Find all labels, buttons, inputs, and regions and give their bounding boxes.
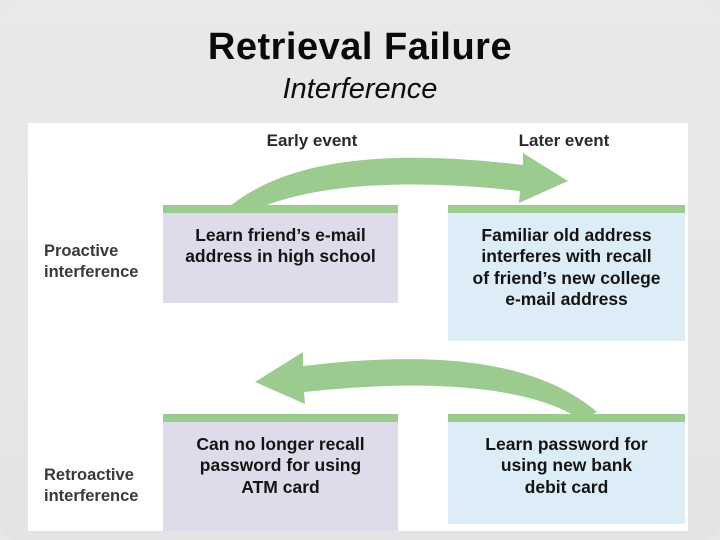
retroactive-arrow-left-icon: [255, 352, 597, 418]
card-retroactive-later-event-text: Learn password for using new bank debit …: [485, 434, 648, 497]
card-proactive-early-event-text: Learn friend’s e-mail address in high sc…: [185, 225, 376, 267]
column-header-early-event: Early event: [266, 131, 358, 150]
card-retroactive-early-event-text: Can no longer recall password for using …: [196, 434, 365, 497]
interference-diagram: Early event Later event Proactive interf…: [28, 123, 688, 531]
row-label-retroactive-interference: Retroactive interference: [44, 466, 139, 506]
card-proactive-early-event: Learn friend’s e-mail address in high sc…: [163, 205, 398, 303]
page-subtitle: Interference: [282, 72, 438, 105]
card-proactive-later-event: Familiar old address interferes with rec…: [448, 205, 685, 341]
card-retroactive-later-event: Learn password for using new bank debit …: [448, 414, 685, 524]
page-title: Retrieval Failure: [207, 26, 513, 68]
card-retroactive-early-event: Can no longer recall password for using …: [163, 414, 398, 531]
card-proactive-later-event-text: Familiar old address interferes with rec…: [472, 225, 661, 310]
row-label-proactive-interference: Proactive interference: [44, 242, 139, 282]
title-block: Retrieval Failure Interference: [0, 26, 720, 105]
column-header-later-event: Later event: [518, 131, 610, 150]
